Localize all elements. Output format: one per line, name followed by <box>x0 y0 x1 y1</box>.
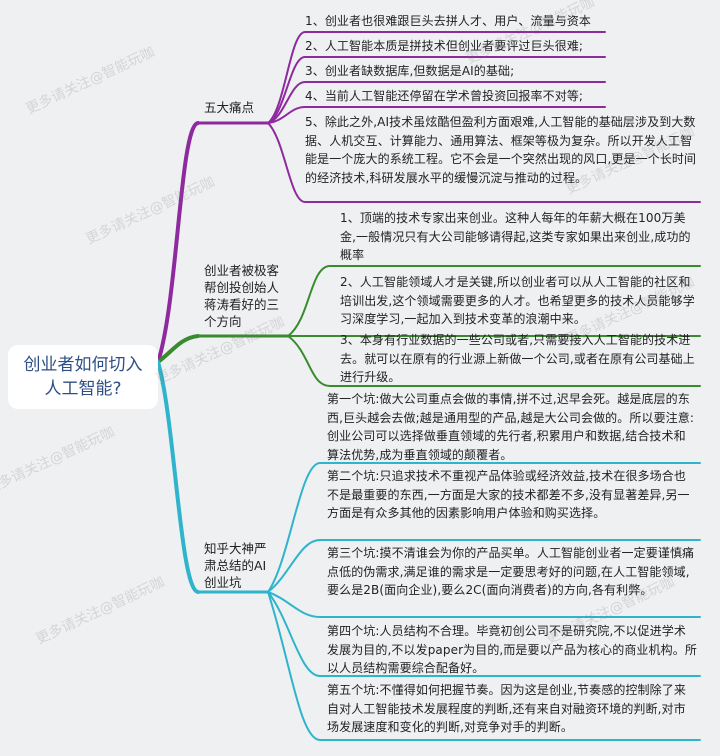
leaf-text: 第一个坑:做大公司重点会做的事情,拼不过,迟早会死。越是底层的东西,巨头越会去做… <box>327 392 695 462</box>
direction-1[interactable]: 1、顶端的技术专家出来创业。这种人每年的年薪大概在100万美金,一般情况只有大公… <box>340 209 695 265</box>
leaf-text: 4、当前人工智能还停留在学术曾投资回报率不对等; <box>305 89 584 103</box>
branch-label: 知乎大神严肃总结的AI创业坑 <box>204 541 267 590</box>
leaf-text: 3、本身有行业数据的一些公司或者,只需要接入人工智能的技术进去。就可以在原有的行… <box>340 333 695 384</box>
branch-label: 创业者被极客帮创投创始人蒋涛看好的三个方向 <box>204 263 280 329</box>
leaf-text: 3、创业者缺数据库,但数据是AI的基础; <box>305 64 515 78</box>
leaf-text: 第三个坑:摸不清谁会为你的产品买单。人工智能创业者一定要谨慎痛点低的伪需求,满足… <box>327 546 695 597</box>
pain-point-2[interactable]: 2、人工智能本质是拼技术但创业者要评过巨头很难; <box>305 37 625 56</box>
pit-3[interactable]: 第三个坑:摸不清谁会为你的产品买单。人工智能创业者一定要谨慎痛点低的伪需求,满足… <box>327 544 697 600</box>
connector-root-dirs <box>156 334 200 364</box>
root-node[interactable]: 创业者如何切入人工智能? <box>8 345 158 409</box>
leaf-text: 5、除此之外,AI技术虽炫酷但盈利方面艰难,人工智能的基础层涉及到大数据、人机交… <box>305 115 697 185</box>
leaf-text: 2、人工智能本质是拼技术但创业者要评过巨头很难; <box>305 39 584 53</box>
branch-ai-pits[interactable]: 知乎大神严肃总结的AI创业坑 <box>204 540 270 591</box>
branch-label: 五大痛点 <box>204 100 255 115</box>
leaf-text: 1、创业者也很难跟巨头去拼人才、用户、流量与资本 <box>305 14 592 28</box>
leaf-text: 第二个坑:只追求技术不重视产品体验或经济效益,技术在很多场合也不是最重要的东西,… <box>327 469 690 520</box>
pain-point-5[interactable]: 5、除此之外,AI技术虽炫酷但盈利方面艰难,人工智能的基础层涉及到大数据、人机交… <box>305 113 697 187</box>
pit-4[interactable]: 第四个坑:人员结构不合理。毕竟初创公司不是研究院,不以促进学术发展为目的,不以发… <box>327 622 697 678</box>
branch-pain-points[interactable]: 五大痛点 <box>204 99 284 116</box>
pit-5[interactable]: 第五个坑:不懂得如何把握节奏。因为这是创业,节奏感的控制除了来自对人工智能技术发… <box>327 681 697 737</box>
direction-2[interactable]: 2、人工智能领域人才是关键,所以创业者可以从人工智能的社区和培训出发,这个领域需… <box>340 273 695 329</box>
leaf-text: 2、人工智能领域人才是关键,所以创业者可以从人工智能的社区和培训出发,这个领域需… <box>340 275 695 326</box>
pain-point-3[interactable]: 3、创业者缺数据库,但数据是AI的基础; <box>305 62 625 81</box>
direction-3[interactable]: 3、本身有行业数据的一些公司或者,只需要接入人工智能的技术进去。就可以在原有的行… <box>340 331 695 387</box>
leaf-text: 1、顶端的技术专家出来创业。这种人每年的年薪大概在100万美金,一般情况只有大公… <box>340 211 691 262</box>
connector-root-pain <box>156 121 200 364</box>
branch-three-directions[interactable]: 创业者被极客帮创投创始人蒋涛看好的三个方向 <box>204 262 290 330</box>
leaf-text: 第四个坑:人员结构不合理。毕竟初创公司不是研究院,不以促进学术发展为目的,不以发… <box>327 624 697 675</box>
leaf-text: 第五个坑:不懂得如何把握节奏。因为这是创业,节奏感的控制除了来自对人工智能技术发… <box>327 683 686 734</box>
pain-point-1[interactable]: 1、创业者也很难跟巨头去拼人才、用户、流量与资本 <box>305 12 625 31</box>
pit-2[interactable]: 第二个坑:只追求技术不重视产品体验或经济效益,技术在很多场合也不是最重要的东西,… <box>327 467 697 523</box>
pain-point-4[interactable]: 4、当前人工智能还停留在学术曾投资回报率不对等; <box>305 87 625 106</box>
connector-root-pits <box>156 360 200 594</box>
root-title: 创业者如何切入人工智能? <box>23 355 143 399</box>
pit-1[interactable]: 第一个坑:做大公司重点会做的事情,拼不过,迟早会死。越是底层的东西,巨头越会去做… <box>327 390 697 464</box>
